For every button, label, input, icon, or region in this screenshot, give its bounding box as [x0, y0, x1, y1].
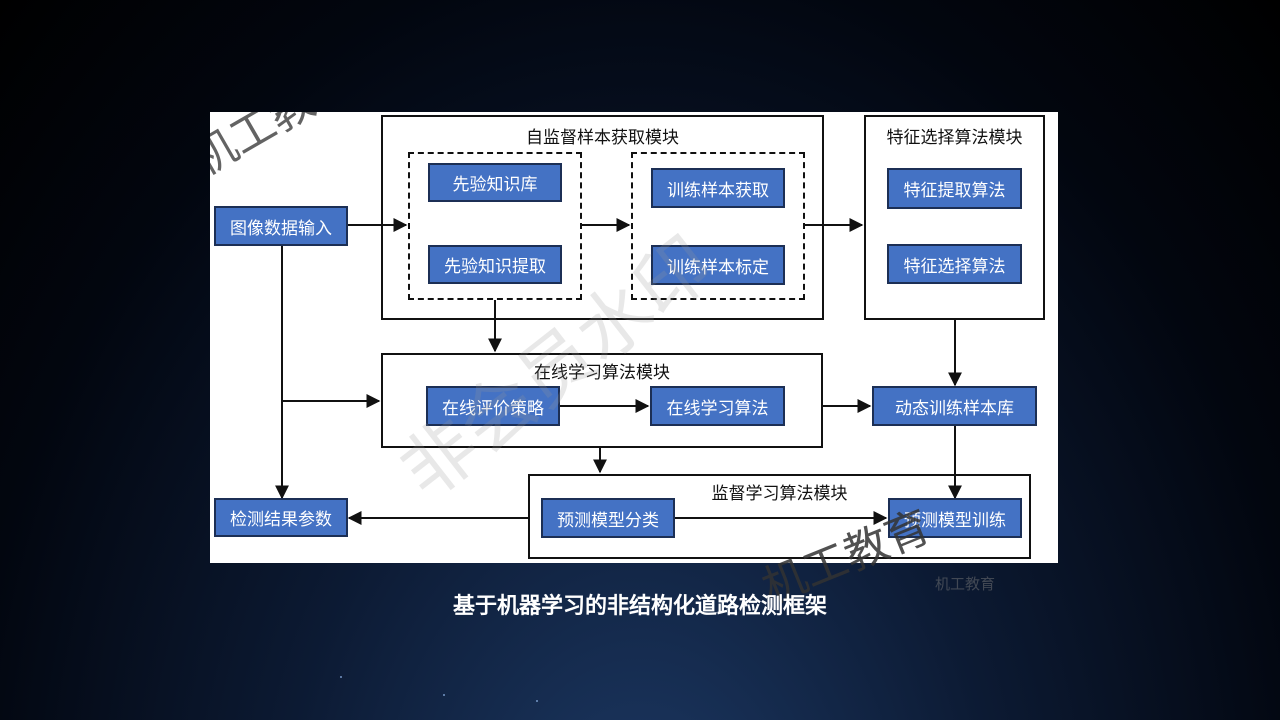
detection-result-params-node: 检测结果参数 [214, 498, 348, 537]
image-data-input-node: 图像数据输入 [214, 206, 348, 246]
training-sample-acquire-node: 训练样本获取 [651, 168, 785, 208]
online-evaluation-node: 在线评价策略 [426, 386, 560, 426]
training-sample-group [631, 152, 805, 300]
self-supervised-module-title: 自监督样本获取模块 [526, 128, 679, 148]
self-supervised-module: 自监督样本获取模块 [381, 115, 824, 320]
feature-selection-module-title: 特征选择算法模块 [886, 128, 1023, 148]
flow-arrows [275, 218, 962, 525]
prediction-classify-node: 预测模型分类 [541, 498, 675, 538]
supervised-learning-module: 监督学习算法模块 [528, 474, 1031, 559]
figure-caption: 基于机器学习的非结构化道路检测框架 [452, 594, 827, 619]
online-learning-algorithm-node: 在线学习算法 [650, 386, 785, 426]
dynamic-sample-library-node: 动态训练样本库 [872, 386, 1037, 426]
feature-selection-module: 特征选择算法模块 [864, 115, 1045, 320]
background-star [340, 676, 342, 678]
diagram-panel: 自监督样本获取模块 特征选择算法模块 在线学习算法模块 监督学习算法模块 [210, 112, 1058, 563]
background-star [443, 694, 445, 696]
prior-knowledge-extract-node: 先验知识提取 [428, 245, 562, 284]
prior-knowledge-base-node: 先验知识库 [428, 163, 562, 202]
supervised-learning-module-title: 监督学习算法模块 [711, 484, 848, 504]
online-learning-module-title: 在线学习算法模块 [534, 363, 670, 383]
online-learning-module: 在线学习算法模块 [381, 353, 823, 448]
background-star [536, 700, 538, 702]
training-sample-label-node: 训练样本标定 [651, 245, 785, 285]
prediction-train-node: 预测模型训练 [888, 498, 1022, 538]
feature-select-node: 特征选择算法 [887, 244, 1022, 284]
prior-knowledge-group [408, 152, 582, 300]
feature-extract-node: 特征提取算法 [887, 168, 1022, 209]
